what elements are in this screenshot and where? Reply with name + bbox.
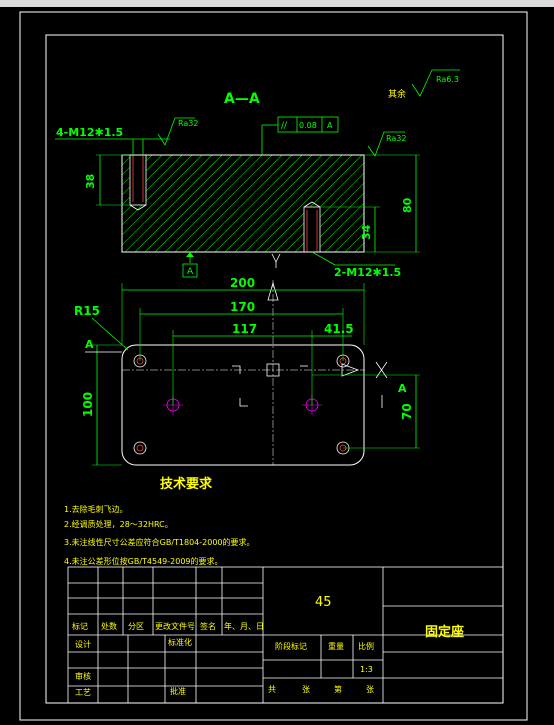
dimension-80: 80	[364, 154, 420, 253]
svg-text:1:3: 1:3	[360, 665, 373, 674]
title-block	[67, 566, 504, 704]
tapped-hole-right	[303, 206, 321, 253]
dimension-41-5: 41.5	[312, 322, 354, 337]
dimension-170: 170	[139, 300, 344, 361]
svg-text:38: 38	[84, 174, 97, 189]
svg-text:80: 80	[401, 197, 414, 213]
part-name: 固定座	[425, 624, 464, 640]
note-item-2: 2.经调质处理，28～32HRC。	[64, 519, 173, 529]
dimension-34: 34	[320, 206, 380, 252]
svg-text:A: A	[327, 121, 333, 130]
dimension-117: 117	[172, 322, 313, 405]
svg-text:张: 张	[366, 685, 374, 694]
note-item-1: 1.去除毛刺飞边。	[64, 504, 128, 514]
dimension-r15: R15	[74, 304, 129, 351]
svg-text:比例: 比例	[358, 641, 374, 651]
section-view	[121, 154, 365, 253]
thread-callout-bottom-right: 2-M12✱1.5	[311, 251, 401, 279]
dimension-38: 38	[84, 154, 130, 206]
svg-text:年、月、日: 年、月、日	[224, 621, 264, 631]
svg-text:70: 70	[400, 403, 414, 420]
svg-text:2-M12✱1.5: 2-M12✱1.5	[334, 266, 401, 279]
svg-text:其余: 其余	[388, 88, 406, 100]
svg-text:审核: 审核	[75, 671, 91, 681]
svg-text:设计: 设计	[75, 639, 91, 649]
svg-text:Ra32: Ra32	[178, 119, 198, 128]
roughness-symbol-top-right: Ra32	[367, 131, 406, 157]
dimension-100: 100	[81, 344, 122, 466]
svg-text:分区: 分区	[128, 622, 144, 631]
section-label: A—A	[224, 91, 260, 107]
center-marker	[271, 253, 281, 268]
section-outline	[121, 154, 365, 253]
dimension-200: 200	[121, 276, 365, 345]
svg-text:170: 170	[230, 300, 255, 314]
note-item-4: 4.未注公差形位按GB/T4549-2009的要求。	[64, 556, 223, 566]
svg-text:200: 200	[230, 276, 255, 290]
plan-view	[121, 280, 388, 466]
svg-text:工艺: 工艺	[75, 688, 91, 697]
svg-text:批准: 批准	[170, 686, 186, 696]
svg-text:A: A	[187, 267, 194, 277]
svg-text:117: 117	[232, 322, 257, 336]
window-top-bar	[0, 0, 554, 7]
section-hatch	[122, 155, 364, 252]
svg-text:标准化: 标准化	[168, 637, 192, 647]
view-indicator-right: A	[381, 382, 407, 408]
material-value: 45	[315, 595, 332, 610]
svg-text:更改文件号: 更改文件号	[155, 621, 195, 631]
view-indicator-left: A	[85, 338, 122, 353]
tapped-hole-left	[129, 154, 147, 206]
svg-text://: //	[281, 121, 288, 131]
svg-text:处数: 处数	[101, 621, 117, 631]
svg-text:A: A	[85, 338, 94, 351]
roughness-rest-note: 其余 Ra6.3	[388, 69, 460, 100]
thread-callout-top-left: 4-M12✱1.5	[55, 126, 170, 155]
datum-a-section: A	[182, 252, 198, 278]
svg-text:重量: 重量	[328, 641, 344, 651]
svg-text:41.5: 41.5	[324, 322, 354, 336]
svg-text:Ra32: Ra32	[386, 134, 406, 143]
svg-text:100: 100	[81, 392, 95, 417]
svg-text:第: 第	[334, 684, 342, 694]
outer-frame	[19, 11, 528, 721]
hole-bottom-left	[133, 441, 147, 455]
svg-text:标记: 标记	[72, 621, 88, 631]
svg-text:签名: 签名	[200, 621, 216, 631]
title-block-labels: 标记 处数 分区 更改文件号 签名 年、月、日 设计 标准化 阶段标记 重量 比…	[72, 621, 374, 697]
svg-text:阶段标记: 阶段标记	[275, 641, 307, 651]
svg-text:A: A	[398, 382, 407, 395]
svg-text:共: 共	[268, 685, 276, 694]
plan-outline	[121, 344, 365, 466]
svg-text:0.08: 0.08	[299, 121, 317, 130]
flatness-tolerance-frame: // 0.08 A	[261, 116, 339, 155]
svg-text:34: 34	[360, 224, 373, 240]
note-item-3: 3.未注线性尺寸公差应符合GB/T1804-2000的要求。	[64, 537, 255, 547]
svg-text:张: 张	[302, 685, 310, 694]
svg-text:R15: R15	[74, 304, 100, 318]
roughness-symbol-top-left: Ra32	[157, 117, 198, 146]
svg-text:Ra6.3: Ra6.3	[436, 75, 459, 84]
notes-heading: 技术要求	[160, 476, 213, 492]
dimension-70: 70	[312, 374, 420, 449]
svg-text:4-M12✱1.5: 4-M12✱1.5	[56, 126, 123, 139]
